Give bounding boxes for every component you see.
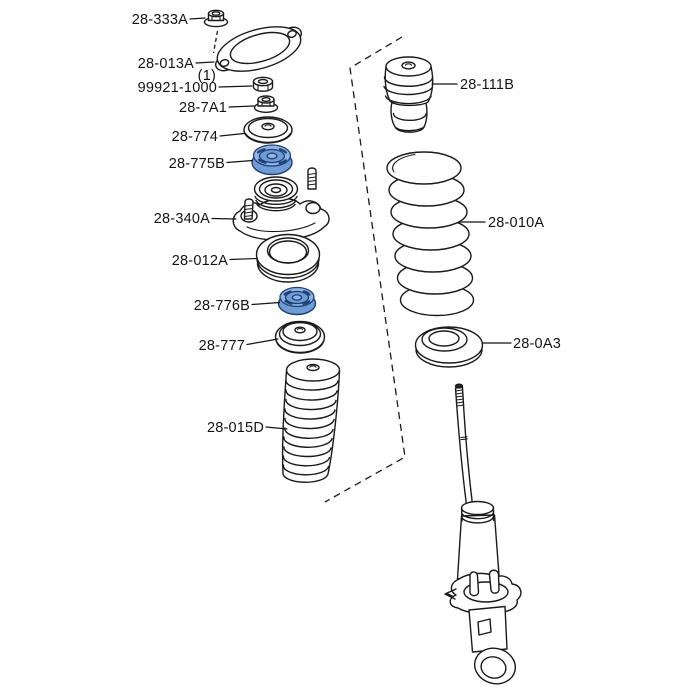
part-label: 99921-1000 — [138, 80, 217, 96]
part-label: 28-333A — [132, 12, 188, 28]
label-28-012A: 28-012A — [172, 253, 258, 269]
leader-line — [228, 105, 255, 108]
part-label: 28-776B — [194, 298, 250, 314]
label-28-013A: 28-013A — [138, 56, 215, 72]
label-28-0A3: 28-0A3 — [481, 336, 561, 352]
part-label: 28-774 — [172, 129, 218, 145]
part-strut-mount — [232, 167, 330, 241]
part-mounting-plate — [214, 26, 303, 72]
leader-line — [265, 426, 288, 430]
leader-line — [251, 301, 281, 306]
part-label: 28-013A — [138, 56, 194, 72]
label-28-775B: 28-775B — [169, 156, 254, 172]
label-99921-1000: (1) 99921-1000 — [138, 68, 253, 96]
leader-line — [229, 257, 258, 261]
part-flange-nut — [253, 95, 279, 113]
label-28-340A: 28-340A — [154, 211, 237, 227]
label-28-774: 28-774 — [172, 129, 245, 145]
part-label: 28-111B — [460, 77, 514, 93]
label-28-7A1: 28-7A1 — [179, 100, 255, 116]
label-28-776B: 28-776B — [194, 298, 281, 314]
part-hex-nut — [252, 76, 274, 92]
rod-thread — [454, 389, 465, 407]
part-lower-spring-seat — [414, 326, 484, 368]
part-label: 28-340A — [154, 211, 210, 227]
label-28-015D: 28-015D — [207, 420, 288, 436]
part-mounting-washer — [243, 116, 293, 144]
label-28-010A: 28-010A — [458, 215, 544, 231]
label-28-111B: 28-111B — [431, 77, 514, 93]
part-bump-stopper — [383, 56, 434, 133]
part-spring-seat-ring — [255, 233, 321, 283]
part-label: 28-010A — [488, 215, 544, 231]
part-flange-nut-top — [203, 9, 229, 54]
part-stopper-cap — [274, 320, 326, 354]
leader-line — [211, 217, 237, 220]
lower-tube — [468, 605, 508, 653]
leader-line — [226, 159, 254, 164]
part-label: 28-015D — [207, 420, 264, 436]
leader-line — [218, 85, 253, 88]
part-rubber-seat-upper-highlighted — [251, 144, 293, 176]
part-dust-boot — [281, 358, 341, 483]
part-label: 28-012A — [172, 253, 228, 269]
leader-line — [246, 338, 279, 346]
leader-line — [195, 61, 215, 64]
leader-line — [219, 132, 245, 137]
label-28-333A: 28-333A — [132, 12, 206, 28]
leader-line — [189, 17, 206, 20]
alignment-dash — [212, 30, 219, 54]
mounting-bracket — [449, 572, 522, 615]
part-shock-absorber — [444, 383, 522, 685]
part-label: 28-775B — [169, 156, 225, 172]
part-coil-spring — [386, 151, 475, 317]
part-qty: (1) — [198, 68, 216, 84]
shock-body — [456, 514, 500, 580]
part-label: 28-7A1 — [179, 100, 227, 116]
assembly-axis-dashed-outline — [324, 36, 406, 503]
part-rubber-seat-lower-highlighted — [277, 286, 317, 316]
part-label: 28-0A3 — [513, 336, 561, 352]
label-28-777: 28-777 — [199, 338, 279, 354]
part-label: 28-777 — [199, 338, 245, 354]
